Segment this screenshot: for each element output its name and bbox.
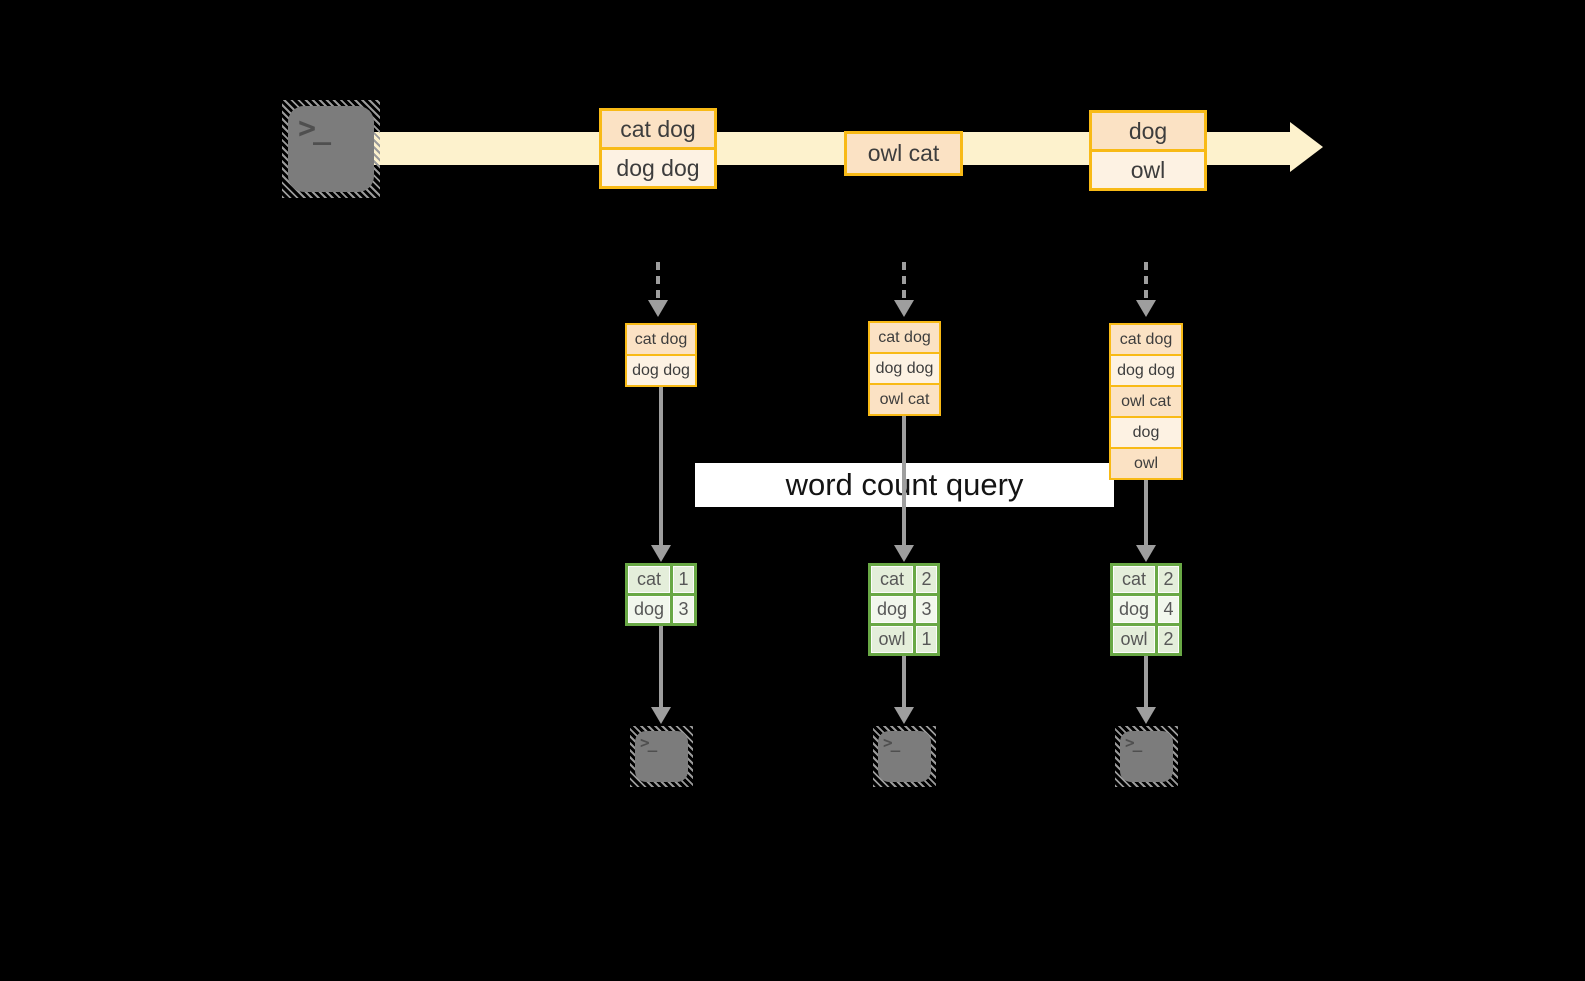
batch-to-state-arrow bbox=[902, 262, 906, 298]
state-record: cat dog bbox=[870, 323, 939, 352]
count-cell: 2 bbox=[916, 566, 937, 593]
count-cell: 3 bbox=[916, 596, 937, 623]
terminal-body bbox=[1120, 731, 1173, 782]
word-cell: cat bbox=[1113, 566, 1155, 593]
state-to-result-arrow bbox=[902, 416, 906, 545]
count-cell: 4 bbox=[1158, 596, 1179, 623]
batch-to-state-arrow bbox=[1144, 262, 1148, 298]
word-count-table-1: cat 1 dog 3 bbox=[625, 563, 697, 626]
word-cell: owl bbox=[1113, 626, 1155, 653]
terminal-prompt-glyph: >_ bbox=[883, 733, 900, 752]
batch-record: dog bbox=[1092, 113, 1204, 149]
batch-to-state-arrowhead-icon bbox=[648, 300, 668, 317]
state-record: owl cat bbox=[1111, 387, 1181, 416]
batch-record: owl cat bbox=[847, 134, 960, 173]
result-to-sink-arrowhead-icon bbox=[894, 707, 914, 724]
result-to-sink-arrowhead-icon bbox=[651, 707, 671, 724]
count-cell: 3 bbox=[673, 596, 694, 623]
stream-batch-2: owl cat bbox=[844, 131, 963, 176]
terminal-source-icon: >_ bbox=[282, 100, 380, 198]
batch-to-state-arrowhead-icon bbox=[894, 300, 914, 317]
word-cell: cat bbox=[628, 566, 670, 593]
terminal-prompt-glyph: >_ bbox=[1125, 733, 1142, 752]
batch-record: dog dog bbox=[602, 150, 714, 186]
terminal-prompt-glyph: >_ bbox=[640, 733, 657, 752]
word-cell: dog bbox=[1113, 596, 1155, 623]
result-to-sink-arrow bbox=[1144, 656, 1148, 707]
batch-to-state-arrowhead-icon bbox=[1136, 300, 1156, 317]
state-records-box-2: cat dog dog dog owl cat bbox=[868, 321, 941, 416]
word-cell: dog bbox=[628, 596, 670, 623]
stream-batch-1: cat dog dog dog bbox=[599, 108, 717, 189]
count-cell: 1 bbox=[916, 626, 937, 653]
result-to-sink-arrow bbox=[902, 656, 906, 707]
state-to-result-arrowhead-icon bbox=[1136, 545, 1156, 562]
terminal-prompt-glyph: >_ bbox=[298, 111, 331, 146]
terminal-body bbox=[635, 731, 688, 782]
state-record: cat dog bbox=[1111, 325, 1181, 354]
count-cell: 1 bbox=[673, 566, 694, 593]
state-record: cat dog bbox=[627, 325, 695, 354]
state-to-result-arrow bbox=[659, 387, 663, 545]
state-records-box-3: cat dog dog dog owl cat dog owl bbox=[1109, 323, 1183, 480]
word-count-table-3: cat 2 dog 4 owl 2 bbox=[1110, 563, 1182, 656]
terminal-sink-icon: >_ bbox=[873, 726, 936, 787]
state-record: dog bbox=[1111, 418, 1181, 447]
state-to-result-arrow bbox=[1144, 480, 1148, 545]
word-cell: cat bbox=[871, 566, 913, 593]
state-record: owl cat bbox=[870, 385, 939, 414]
stream-arrowhead-icon bbox=[1290, 122, 1323, 172]
state-to-result-arrowhead-icon bbox=[894, 545, 914, 562]
state-record: dog dog bbox=[1111, 356, 1181, 385]
state-record: owl bbox=[1111, 449, 1181, 478]
state-to-result-arrowhead-icon bbox=[651, 545, 671, 562]
terminal-body bbox=[878, 731, 931, 782]
batch-to-state-arrow bbox=[656, 262, 660, 298]
result-to-sink-arrow bbox=[659, 626, 663, 707]
result-to-sink-arrowhead-icon bbox=[1136, 707, 1156, 724]
stream-batch-3: dog owl bbox=[1089, 110, 1207, 191]
word-cell: dog bbox=[871, 596, 913, 623]
count-cell: 2 bbox=[1158, 566, 1179, 593]
batch-record: owl bbox=[1092, 152, 1204, 188]
batch-record: cat dog bbox=[602, 111, 714, 147]
state-records-box-1: cat dog dog dog bbox=[625, 323, 697, 387]
terminal-body bbox=[288, 106, 374, 192]
state-record: dog dog bbox=[627, 356, 695, 385]
word-count-table-2: cat 2 dog 3 owl 1 bbox=[868, 563, 940, 656]
word-cell: owl bbox=[871, 626, 913, 653]
state-record: dog dog bbox=[870, 354, 939, 383]
terminal-sink-icon: >_ bbox=[1115, 726, 1178, 787]
count-cell: 2 bbox=[1158, 626, 1179, 653]
terminal-sink-icon: >_ bbox=[630, 726, 693, 787]
